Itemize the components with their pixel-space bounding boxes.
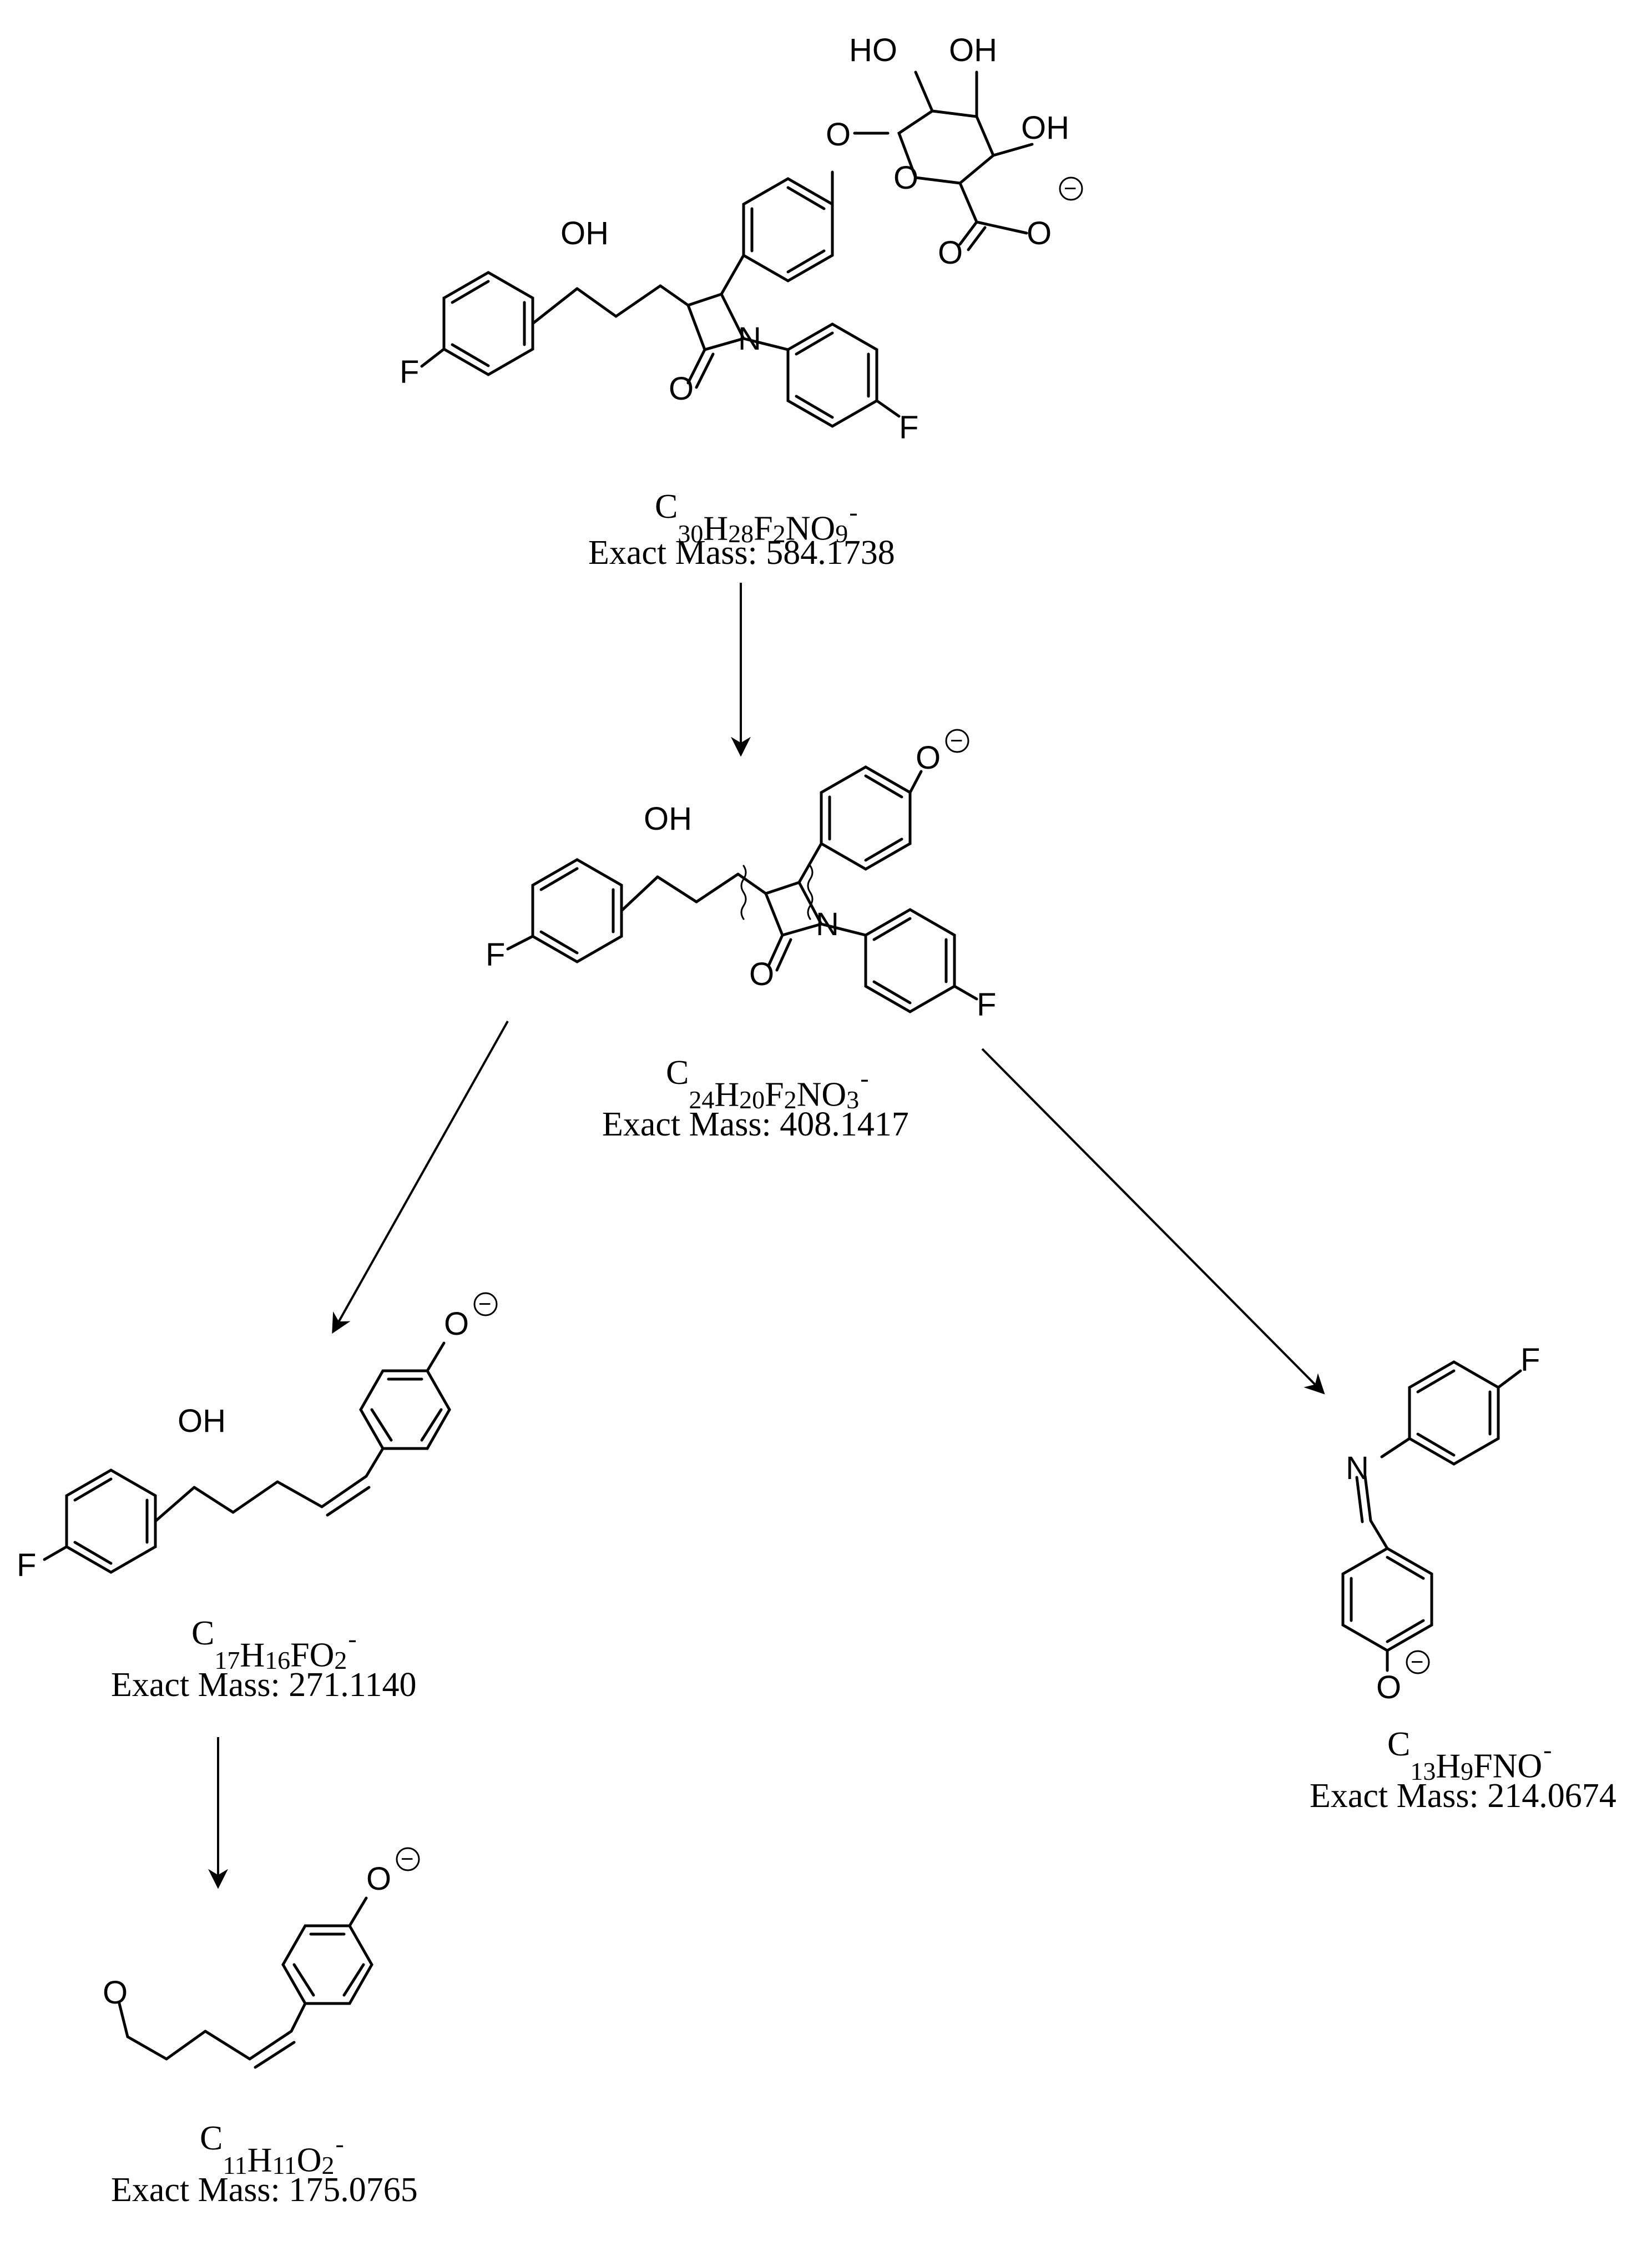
mass-aglycone: Exact Mass: 408.1417 [602,1106,909,1143]
arrow-aglycone-to-right [981,1048,1325,1395]
mass-fragment-left: Exact Mass: 271.1140 [111,1666,417,1704]
svg-text:−: − [950,729,963,753]
formula-fragment-right: C13H9FNO- [1387,1725,1552,1786]
svg-text:F: F [899,410,918,446]
formula-fragment-left: C17H16FO2- [191,1614,357,1675]
aglycone-structure [506,765,978,1013]
fragment-right-structure [1341,1360,1522,1672]
svg-text:F: F [486,937,505,973]
svg-text:HO: HO [849,32,897,68]
svg-text:F: F [400,354,419,390]
parent-atom-labels: HO OH OH O O O O OH N O F F − [400,32,1083,446]
fragment-left-structure [43,1341,451,1574]
svg-text:F: F [17,1547,36,1583]
svg-text:OH: OH [949,32,997,68]
svg-text:−: − [1411,1650,1423,1674]
fragment-right-atom-labels: F N O − [1346,1342,1540,1705]
svg-text:F: F [977,987,996,1023]
fragment-bottom-structure [118,1896,373,2069]
svg-text:−: − [401,1847,413,1871]
svg-text:N: N [1346,1450,1369,1486]
fragment-left-atom-labels: O OH F − [17,1292,498,1583]
svg-text:N: N [816,906,839,942]
svg-text:−: − [1064,176,1077,201]
formula-aglycone: C24H20F2NO3- [666,1053,869,1114]
svg-text:OH: OH [178,1403,226,1439]
svg-text:O: O [103,1975,128,2011]
svg-text:O: O [893,160,918,196]
mass-parent: Exact Mass: 584.1738 [588,534,895,572]
svg-text:N: N [738,321,761,357]
svg-text:O: O [916,740,941,776]
svg-text:O: O [938,235,963,271]
svg-text:F: F [1520,1342,1540,1378]
mass-fragment-right: Exact Mass: 214.0674 [1310,1777,1616,1815]
fragment-bottom-atom-labels: O O − [103,1847,420,2011]
svg-text:O: O [1376,1669,1401,1705]
formula-parent: C30H28F2NO9- [655,487,858,548]
parent-structure [420,70,1034,428]
arrow-aglycone-to-left [332,1021,509,1334]
svg-text:O: O [749,956,774,992]
svg-text:O: O [366,1861,391,1897]
svg-text:O: O [669,371,694,407]
svg-text:−: − [478,1292,491,1316]
svg-text:OH: OH [1021,110,1069,146]
svg-text:OH: OH [644,801,692,837]
svg-text:O: O [826,117,851,153]
svg-text:O: O [1027,215,1052,251]
reaction-arrows [208,583,1325,1889]
svg-text:O: O [444,1306,469,1342]
aglycone-atom-labels: O OH N O F F − [486,729,996,1023]
svg-text:OH: OH [560,215,609,251]
formula-fragment-bottom: C11H11O2- [200,2119,344,2180]
mass-fragment-bottom: Exact Mass: 175.0765 [111,2171,418,2209]
